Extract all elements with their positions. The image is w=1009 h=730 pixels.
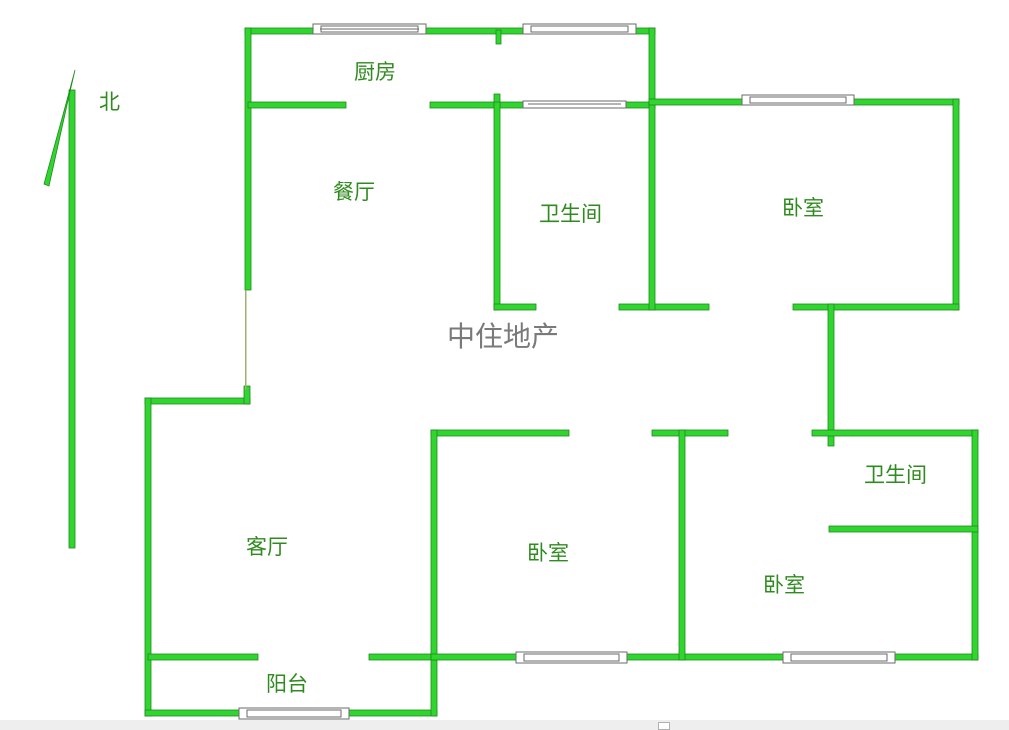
window-kitchen-east (522, 23, 637, 35)
wall-corridor-east (827, 303, 835, 447)
wall-living-north (144, 397, 251, 405)
wall-balcony-north-right (368, 653, 438, 661)
wall-bedroom-north-east (952, 98, 960, 311)
wall-bedroom-middle-north-right (651, 429, 729, 437)
wall-bedroom-middle-west (430, 429, 438, 661)
compass-label: 北 (99, 90, 120, 114)
room-label-bedroom-middle: 卧室 (527, 541, 569, 565)
wall-living-notch (243, 385, 251, 405)
room-label-bathroom-main: 卫生间 (539, 202, 602, 226)
bottom-scroll-strip (0, 720, 1009, 730)
wall-west-upper (244, 27, 252, 291)
window-bedroom-north (741, 94, 855, 106)
scroll-handle[interactable] (658, 722, 670, 730)
wall-kitchen-east (648, 27, 656, 109)
room-label-bedroom-east: 卧室 (763, 573, 805, 597)
room-label-dining-room: 餐厅 (333, 180, 375, 204)
window-bedroom-east (782, 651, 896, 664)
watermark: 中住地产 (447, 320, 560, 353)
room-label-bathroom-east: 卫生间 (864, 463, 927, 487)
wall-bathroom-east (648, 101, 656, 311)
room-label-balcony: 阳台 (266, 672, 308, 696)
wall-bedroom-middle-east (678, 429, 686, 661)
wall-thin-segment (245, 290, 247, 390)
wall-south-rooms (430, 653, 979, 661)
wall-bathroom-west (493, 101, 501, 311)
wall-kitchen-stub (495, 29, 502, 45)
wall-east-rooms-north (811, 429, 979, 437)
wall-east-rooms-east (971, 429, 979, 661)
wall-bedroom-middle-north (430, 429, 570, 437)
wall-balcony-north-left (147, 653, 259, 661)
north-arrow-shaft (68, 89, 76, 549)
window-kitchen-west (312, 23, 427, 35)
wall-living-west (144, 397, 152, 717)
wall-bathroom-south-right (618, 303, 710, 311)
wall-bathroom-south-left (493, 303, 537, 311)
room-label-kitchen: 厨房 (354, 60, 396, 84)
wall-bathroom-east-south (828, 525, 979, 533)
north-arrow-head (43, 69, 76, 187)
window-balcony (238, 707, 350, 720)
room-label-bedroom-north: 卧室 (782, 196, 824, 220)
window-bedroom-middle (515, 651, 628, 664)
wall-kitchen-south-west (247, 101, 347, 109)
wall-balcony-east (430, 653, 438, 717)
room-label-living-room: 客厅 (246, 535, 288, 559)
wall-bedroom-north-south (792, 303, 960, 311)
window-bathroom (522, 100, 627, 109)
